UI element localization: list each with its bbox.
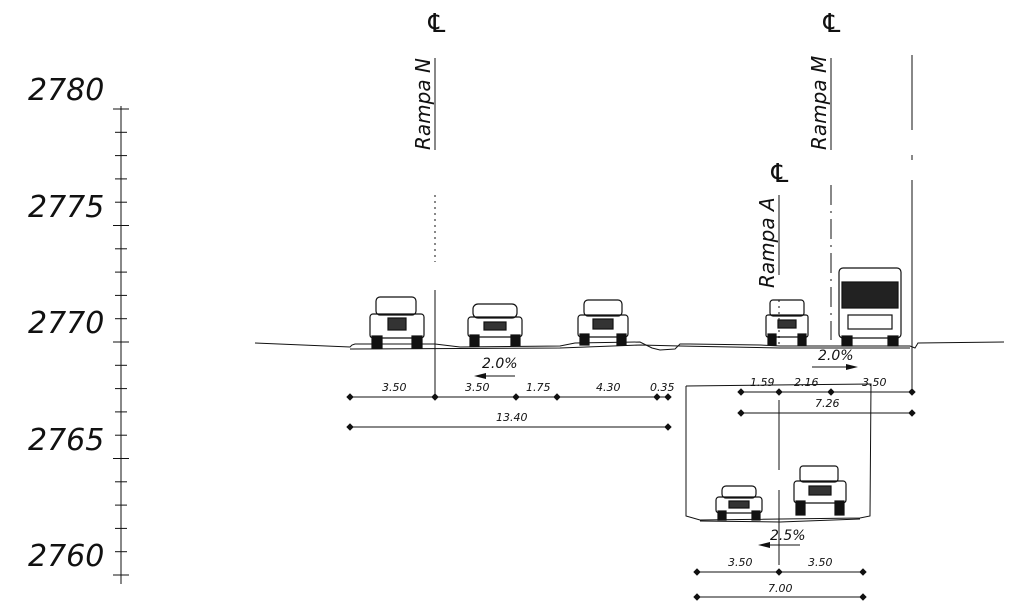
- rampa-m-cl-symbol: ℄: [820, 9, 843, 39]
- dimension-tick: [512, 393, 520, 401]
- dim-upper-left-4: 4.30: [596, 381, 621, 394]
- elevation-label-2760: 2760: [28, 539, 104, 574]
- elevation-label-2775: 2775: [28, 190, 104, 225]
- dimension-tick: [737, 388, 745, 396]
- dim-lower-1: 3.50: [728, 556, 753, 569]
- dim-upper-left-1: 3.50: [382, 381, 407, 394]
- dimension-tick: [693, 568, 701, 576]
- dimension-tick: [775, 568, 783, 576]
- rampa-n-cl-symbol: ℄: [425, 9, 448, 39]
- elevation-label-2770: 2770: [28, 306, 104, 341]
- dim-upper-left-total: 13.40: [496, 411, 528, 424]
- rampa-m-label: Rampa M: [807, 56, 831, 150]
- slope-arrow-left: [474, 373, 515, 379]
- elevation-label-2765: 2765: [28, 423, 104, 458]
- vehicle-suv-front-1: [369, 296, 425, 349]
- road-surface: [349, 344, 910, 350]
- dim-upper-right-2: 2.16: [794, 376, 819, 389]
- dimension-tick: [908, 409, 916, 417]
- rampa-n-label: Rampa N: [411, 58, 435, 150]
- lower-road-surface: [699, 518, 861, 523]
- vehicle-pickup-rear-1: [765, 299, 809, 346]
- rampa-a-label: Rampa A: [755, 197, 779, 288]
- dim-lower-total: 7.00: [768, 582, 793, 595]
- dimension-tick: [859, 593, 867, 601]
- dim-upper-right-1: 1.59: [750, 376, 775, 389]
- dimension-tick: [908, 388, 916, 396]
- dim-upper-left-2: 3.50: [465, 381, 490, 394]
- dim-lower-2: 3.50: [808, 556, 833, 569]
- vehicle-sedan-rear-2: [715, 485, 763, 521]
- dimension-tick: [664, 393, 672, 401]
- dimension-tick: [827, 388, 835, 396]
- elevation-axis: [113, 106, 129, 584]
- rampa-a-cl-symbol: ℄: [768, 159, 791, 189]
- dim-upper-right-3: 3.50: [862, 376, 887, 389]
- lower-box-outline: [685, 383, 872, 521]
- dimension-tick: [664, 423, 672, 431]
- dimension-tick: [775, 388, 783, 396]
- vehicle-sedan-rear-1: [467, 303, 523, 347]
- dimension-tick: [346, 423, 354, 431]
- slope-upper-left: 2.0%: [482, 356, 518, 372]
- dimension-tick: [653, 393, 661, 401]
- dimension-tick: [553, 393, 561, 401]
- dim-upper-left-5: 0.35: [650, 381, 675, 394]
- dimension-tick: [346, 393, 354, 401]
- vehicle-pickup-rear-2: [793, 465, 847, 516]
- slope-lower: 2.5%: [770, 528, 806, 544]
- slope-arrow-lower: [758, 542, 800, 548]
- dimension-lines: [346, 388, 916, 601]
- slope-arrow-right: [812, 364, 858, 370]
- dimension-tick: [431, 393, 439, 401]
- dim-upper-right-total: 7.26: [815, 397, 840, 410]
- vehicle-suv-front-2: [577, 299, 629, 346]
- dim-upper-left-3: 1.75: [526, 381, 551, 394]
- vehicle-bus-rear: [838, 267, 902, 347]
- dimension-tick: [859, 568, 867, 576]
- dimension-tick: [693, 593, 701, 601]
- dimension-tick: [737, 409, 745, 417]
- slope-upper-right: 2.0%: [818, 348, 854, 364]
- elevation-label-2780: 2780: [28, 73, 104, 108]
